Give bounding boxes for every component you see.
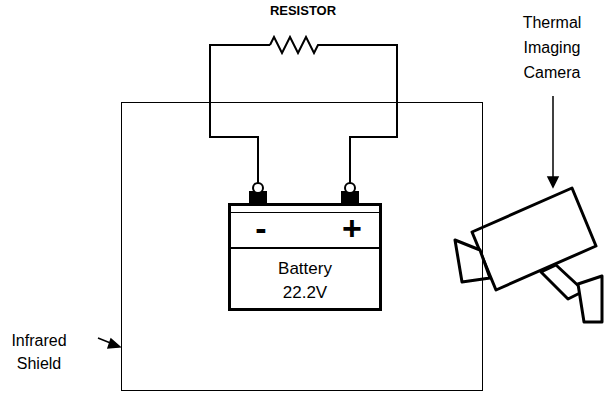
wire — [210, 45, 270, 184]
leader-line — [552, 96, 554, 178]
terminal-cap — [345, 183, 355, 193]
leader-lines — [98, 96, 558, 348]
terminal-cap — [253, 183, 263, 193]
camera-illustration — [455, 188, 602, 322]
camera-lens — [455, 240, 490, 282]
wires — [210, 37, 397, 184]
minus-sign: - — [241, 211, 281, 245]
wire — [320, 45, 397, 184]
shield-label: Infrared Shield — [3, 329, 75, 375]
camera-body — [472, 188, 596, 290]
resistor-label: RESISTOR — [253, 3, 353, 19]
camera-bracket — [578, 276, 602, 322]
battery-box: - + Battery 22.2V — [228, 203, 382, 311]
plus-sign: + — [332, 211, 372, 245]
battery-label: Battery 22.2V — [267, 257, 343, 305]
resistor-symbol — [270, 37, 320, 53]
camera-arm — [541, 265, 584, 299]
battery-terminals — [249, 183, 359, 204]
camera-label: Thermal Imaging Camera — [505, 10, 599, 85]
arrowhead — [108, 339, 120, 348]
arrowhead — [548, 177, 558, 187]
battery-divider — [231, 247, 379, 249]
infrared-shield: Infrared Shield-+Battery 22.2V — [121, 102, 483, 391]
